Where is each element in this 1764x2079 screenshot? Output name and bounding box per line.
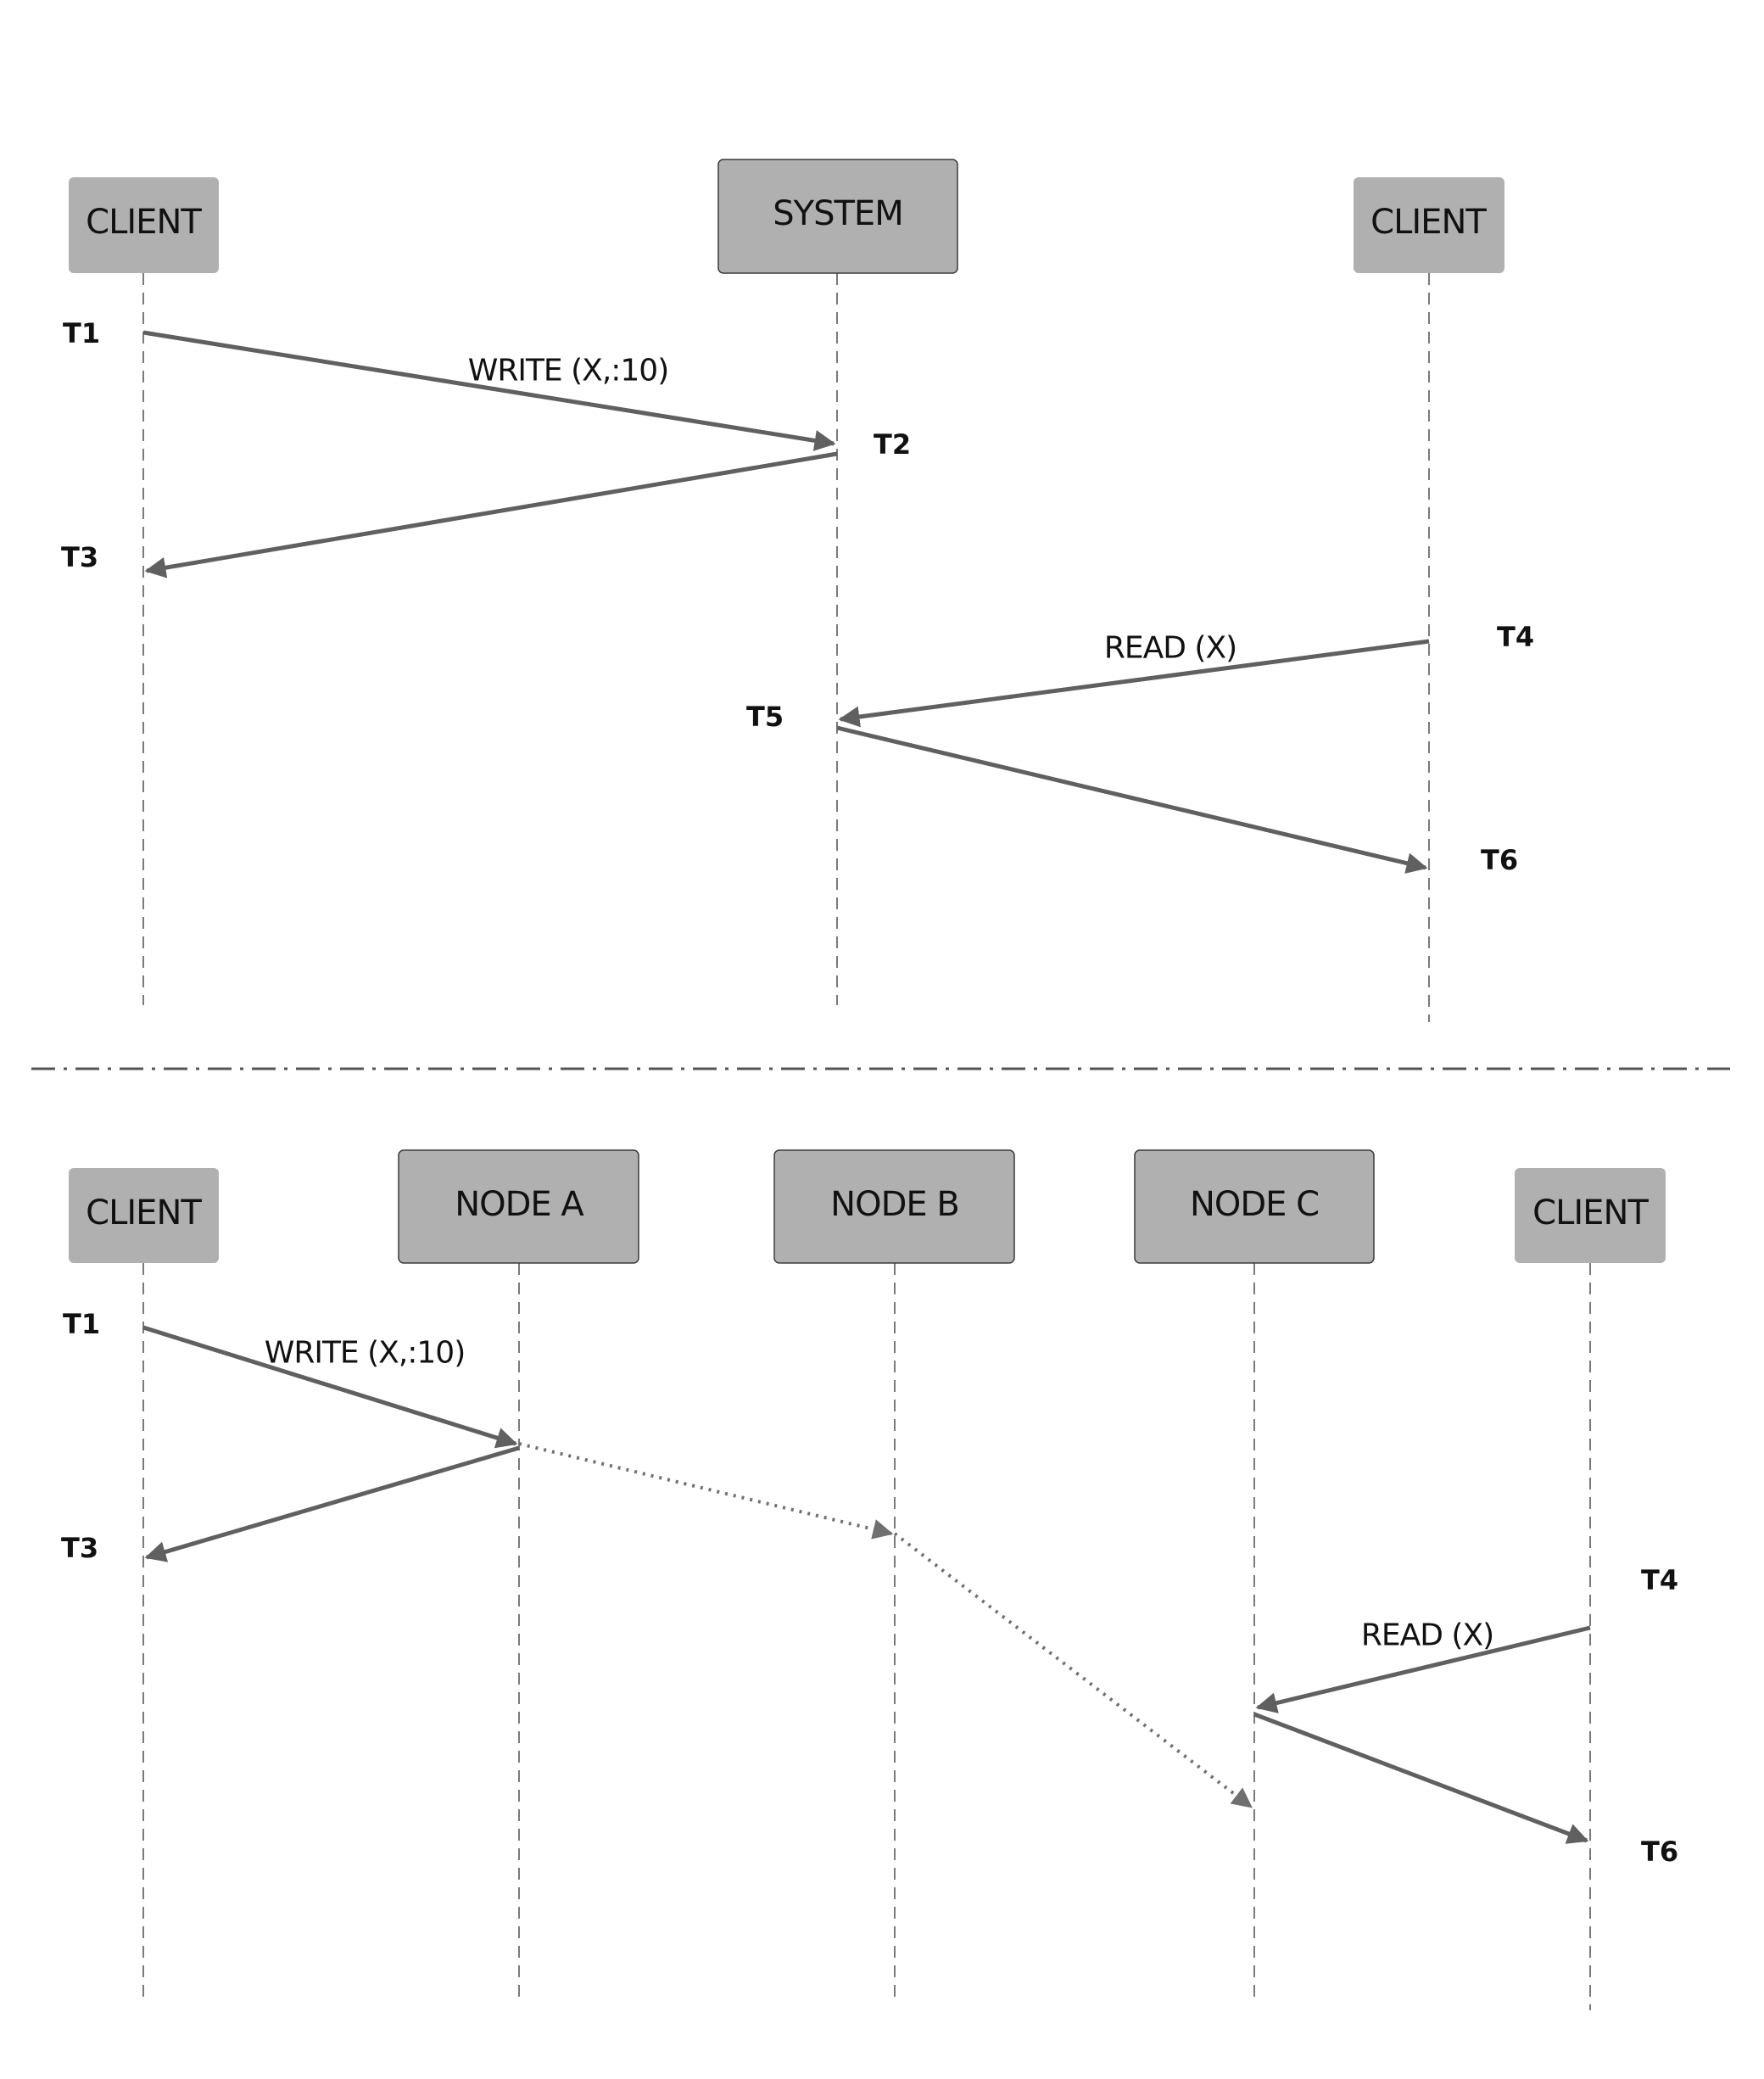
time-label-t5: T5 — [746, 701, 784, 733]
participant-box — [398, 1149, 639, 1264]
participant-box — [1354, 177, 1504, 273]
participant-label: CLIENT — [1370, 203, 1487, 242]
participant-label: CLIENT — [86, 203, 202, 242]
participant-label: NODE A — [455, 1185, 584, 1224]
participant-box — [69, 177, 219, 273]
write-ack-arrow — [144, 1445, 520, 1562]
read-response-arrow — [836, 725, 1428, 874]
participant-box — [1134, 1149, 1375, 1264]
time-label-t2: T2 — [874, 428, 911, 461]
write-message-label: WRITE (X,:10) — [468, 354, 669, 388]
time-label-t1: T1 — [63, 317, 100, 349]
write-request-arrow — [142, 330, 836, 451]
participant-box — [717, 159, 958, 274]
read-message-label: READ (X) — [1104, 631, 1236, 666]
participant-box — [773, 1149, 1015, 1264]
replication-arrow-a-to-b — [518, 1442, 894, 1540]
participant-node-a: NODE A — [398, 1149, 639, 1264]
participant-label: NODE C — [1190, 1185, 1319, 1224]
participant-label: NODE B — [830, 1185, 959, 1224]
participant-system: SYSTEM — [717, 159, 958, 274]
time-label-t3: T3 — [61, 1532, 98, 1564]
bottom-diagram: CLIENT NODE A NODE B NODE C CLIENT WRITE… — [61, 1149, 1678, 2010]
top-diagram: CLIENT SYSTEM CLIENT WRITE (X,:10) READ … — [61, 159, 1534, 1022]
time-label-t6: T6 — [1481, 844, 1518, 876]
participant-client-left: CLIENT — [69, 1168, 219, 1263]
time-label-t1: T1 — [63, 1308, 100, 1340]
write-request-arrow — [142, 1325, 518, 1449]
participant-node-c: NODE C — [1134, 1149, 1375, 1264]
participant-client-left: CLIENT — [69, 177, 219, 273]
time-label-t4: T4 — [1641, 1564, 1678, 1596]
participant-box — [69, 1168, 219, 1263]
participant-box — [1515, 1168, 1666, 1263]
replication-arrow-b-to-c — [893, 1532, 1253, 1808]
write-message-label: WRITE (X,:10) — [265, 1336, 466, 1371]
participant-label: CLIENT — [86, 1193, 202, 1232]
time-label-t6: T6 — [1641, 1836, 1678, 1868]
write-ack-arrow — [144, 451, 838, 578]
read-request-arrow — [1255, 1625, 1591, 1713]
time-label-t4: T4 — [1497, 621, 1534, 653]
participant-client-right: CLIENT — [1354, 177, 1504, 273]
participant-label: SYSTEM — [773, 194, 902, 233]
participant-label: CLIENT — [1532, 1193, 1649, 1232]
participant-node-b: NODE B — [773, 1149, 1015, 1264]
read-response-arrow — [1253, 1712, 1589, 1844]
read-message-label: READ (X) — [1361, 1618, 1493, 1653]
time-label-t3: T3 — [61, 541, 98, 573]
read-request-arrow — [838, 639, 1430, 728]
participant-client-right: CLIENT — [1515, 1168, 1666, 1263]
